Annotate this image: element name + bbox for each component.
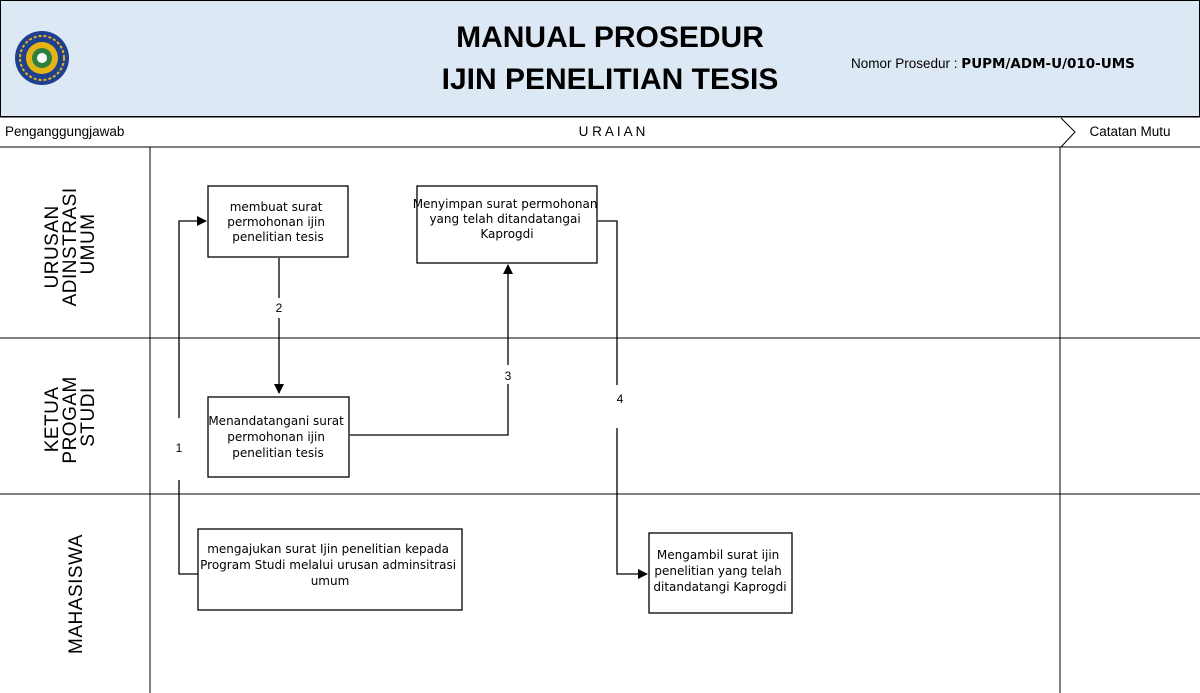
step-text-menandatangani-surat: Menandatangani surat permohonan ijin pen…: [208, 414, 347, 460]
arrow-1-lower: [178, 480, 198, 575]
arrow-3-lower: [350, 384, 509, 436]
step-box-membuat-surat: membuat surat permohonan ijin penelitian…: [207, 185, 349, 258]
flow-arrows: [178, 216, 648, 579]
column-header-description: U R A I A N: [579, 124, 646, 139]
procedure-label: Nomor Prosedur :: [851, 56, 961, 71]
university-logo: [15, 31, 69, 85]
procedure-code: PUPM/ADM-U/010-UMS: [961, 56, 1135, 72]
step-text-membuat-surat: membuat surat permohonan ijin penelitian…: [227, 200, 329, 244]
flow-label-4: 4: [617, 392, 624, 406]
procedure-number: Nomor Prosedur : PUPM/ADM-U/010-UMS: [851, 56, 1135, 72]
column-header-responsible: Penganggungjawab: [5, 124, 124, 139]
flow-label-1: 1: [176, 441, 183, 455]
flow-label-2: 2: [276, 301, 283, 315]
arrow-4-lower: [616, 428, 648, 579]
step-box-mengambil-surat: Mengambil surat ijin penelitian yang tel…: [648, 532, 793, 614]
step-text-mengajukan-surat: mengajukan surat Ijin penelitian kepada …: [200, 542, 460, 588]
arrow-1-upper: [178, 216, 207, 418]
title-line-1: MANUAL PROSEDUR: [456, 21, 764, 54]
column-header-divider: [1060, 117, 1076, 148]
flow-label-3: 3: [505, 369, 512, 383]
step-box-menandatangani-surat: Menandatangani surat permohonan ijin pen…: [207, 396, 350, 478]
lane-label-mahasiswa: MAHASISWA: [66, 534, 87, 654]
column-header-quality-notes: Catatan Mutu: [1089, 124, 1170, 139]
step-box-menyimpan-surat: Menyimpan surat permohonan yang telah di…: [413, 185, 602, 264]
step-text-menyimpan-surat: Menyimpan surat permohonan yang telah di…: [413, 197, 602, 241]
title-line-2: IJIN PENELITIAN TESIS: [442, 63, 779, 96]
header-band: [0, 0, 1200, 117]
lane-label-ketua-progam-studi: KETUA PROGAM STUDI: [42, 370, 99, 463]
arrow-4-upper: [598, 220, 618, 385]
step-text-mengambil-surat: Mengambil surat ijin penelitian yang tel…: [653, 548, 786, 594]
lane-label-urusan-adinstrasi: URUSAN ADINSTRASI UMUM: [42, 182, 99, 307]
step-box-mengajukan-surat: mengajukan surat Ijin penelitian kepada …: [197, 528, 463, 611]
